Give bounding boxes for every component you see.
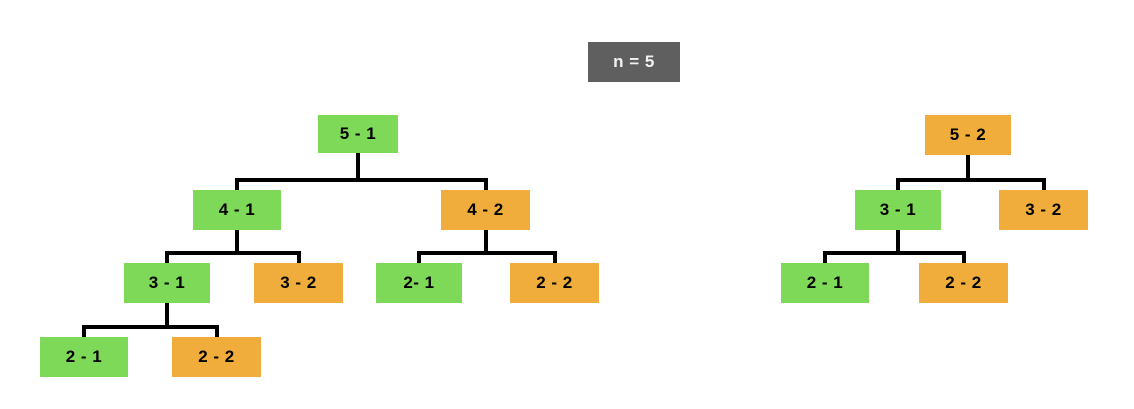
tree-node-label: 4 - 2 — [467, 200, 504, 219]
edge-horizontal-bar — [417, 251, 557, 255]
edge-horizontal-bar — [823, 251, 966, 255]
tree-node[interactable]: 3 - 2 — [254, 263, 343, 303]
tree-node-label: 2- 1 — [403, 273, 435, 292]
tree-node[interactable]: 2 - 2 — [510, 263, 599, 303]
edge-child-stem — [165, 251, 169, 265]
tree-node[interactable]: 5 - 2 — [925, 115, 1011, 155]
tree-node[interactable]: 3 - 1 — [124, 263, 210, 303]
tree-node[interactable]: 3 - 1 — [855, 190, 941, 230]
edge-parent-stem — [235, 230, 239, 255]
edge-child-stem — [417, 251, 421, 265]
edge-child-stem — [214, 325, 219, 339]
tree-node-label: 5 - 1 — [339, 124, 377, 143]
edge-child-stem — [896, 178, 900, 192]
tree-node-label: 2 - 1 — [806, 273, 844, 292]
tree-node-label: 4 - 1 — [218, 200, 256, 219]
edge-parent-stem — [896, 230, 900, 255]
edge-parent-stem — [483, 230, 488, 255]
edge-horizontal-bar — [82, 325, 219, 329]
tree-node-label: 2 - 2 — [198, 347, 235, 366]
tree-node-label: 2 - 1 — [65, 347, 103, 366]
edge-child-stem — [82, 325, 86, 339]
edge-child-stem — [235, 178, 239, 192]
tree-node-label: 3 - 2 — [1025, 200, 1062, 219]
tree-node[interactable]: 2 - 2 — [919, 263, 1008, 303]
tree-node-label: 3 - 1 — [148, 273, 186, 292]
tree-node-label: 5 - 2 — [949, 125, 987, 144]
edge-parent-stem — [165, 303, 169, 329]
n-value-badge-label: n = 5 — [613, 52, 655, 71]
edge-parent-stem — [356, 153, 360, 182]
edge-horizontal-bar — [165, 251, 301, 255]
tree-node-label: 2 - 2 — [945, 273, 982, 292]
edge-horizontal-bar — [235, 178, 488, 182]
edge-child-stem — [552, 251, 557, 265]
edge-child-stem — [823, 251, 827, 265]
edge-parent-stem — [966, 155, 970, 182]
tree-node-label: 3 - 1 — [879, 200, 917, 219]
edge-child-stem — [1041, 178, 1046, 192]
tree-node[interactable]: 4 - 1 — [193, 190, 281, 230]
tree-node[interactable]: 2- 1 — [376, 263, 462, 303]
tree-node[interactable]: 2 - 1 — [781, 263, 869, 303]
n-value-badge: n = 5 — [588, 42, 680, 82]
edge-horizontal-bar — [896, 178, 1046, 182]
tree-node[interactable]: 3 - 2 — [999, 190, 1088, 230]
tree-node[interactable]: 2 - 1 — [40, 337, 128, 377]
tree-node[interactable]: 2 - 2 — [172, 337, 261, 377]
tree-node-label: 3 - 2 — [280, 273, 317, 292]
edge-child-stem — [296, 251, 301, 265]
edge-child-stem — [483, 178, 488, 192]
tree-node[interactable]: 5 - 1 — [318, 115, 398, 153]
tree-node[interactable]: 4 - 2 — [441, 190, 530, 230]
edge-child-stem — [961, 251, 966, 265]
tree-node-label: 2 - 2 — [536, 273, 573, 292]
